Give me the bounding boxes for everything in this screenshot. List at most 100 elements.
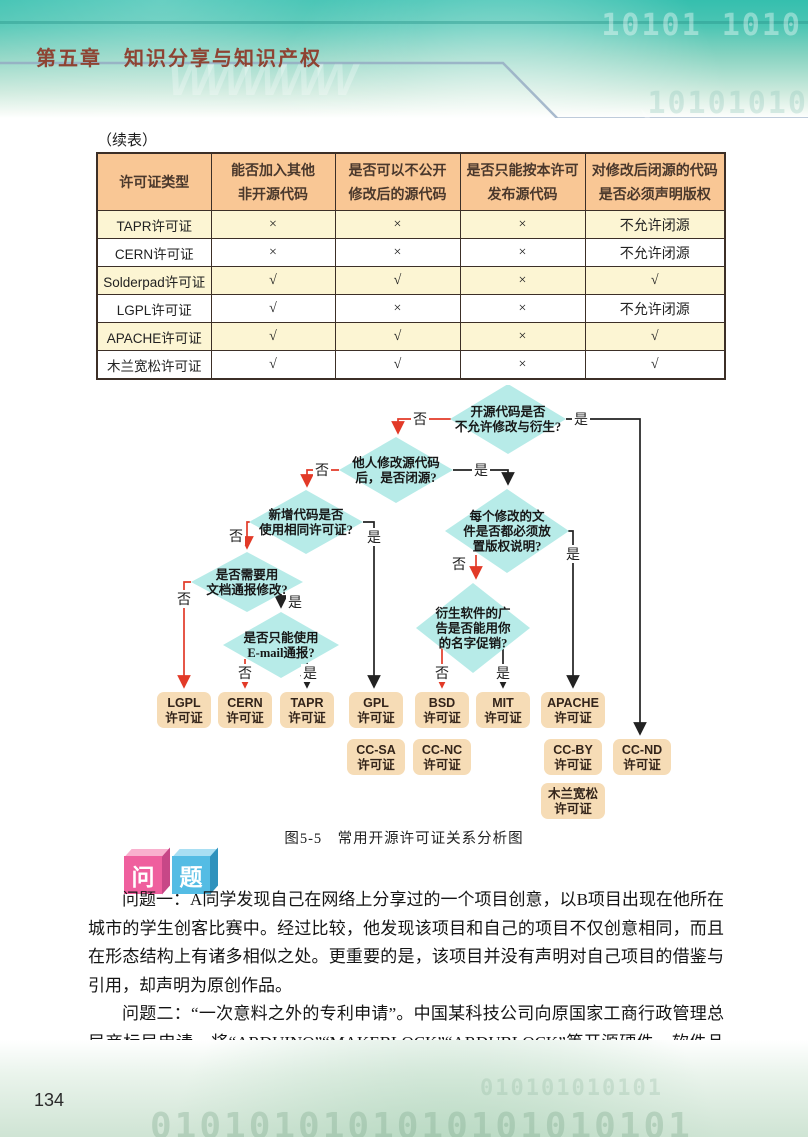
edge-label-bg	[572, 410, 590, 428]
decision-text-copyright-notice: 每个修改的文件是否都必须放置版权说明?	[463, 509, 551, 554]
value-cell: √	[584, 350, 726, 380]
edge-e-yes-4	[566, 530, 580, 689]
edge-label-bg	[564, 545, 582, 563]
value-cell: ×	[334, 238, 461, 267]
table-continued-label: （续表）	[97, 133, 158, 149]
value-cell: ×	[334, 210, 461, 239]
value-cell: ×	[459, 210, 586, 239]
column-header-2: 是否可以不公开 修改后的源代码	[334, 152, 461, 211]
edge-label-bg	[301, 664, 319, 682]
value-cell: ×	[459, 350, 586, 380]
value-cell: ×	[459, 238, 586, 267]
edge-label-e-no-3: 否	[229, 530, 243, 545]
license-box-cc-nc	[413, 739, 471, 775]
figure-caption: 图5-5 常用开源许可证关系分析图	[284, 831, 524, 847]
column-header-0: 许可证类型	[96, 152, 212, 211]
edge-label-bg	[411, 410, 429, 428]
decision-closed-after-modify	[339, 437, 453, 503]
edge-label-e-yes-5: 是	[288, 596, 302, 611]
value-cell: √	[210, 294, 336, 323]
edge-label-e-no-2: 否	[315, 464, 329, 479]
value-cell: √	[334, 266, 461, 295]
table-header: 许可证类型能否加入其他 非开源代码是否可以不公开 修改后的源代码是否只能按本许可…	[96, 152, 726, 211]
license-name-cell: CERN许可证	[96, 238, 212, 267]
edge-label-e-yes-1: 是	[574, 413, 588, 428]
edge-e-yes-3	[363, 521, 381, 689]
decision-ad-promote	[416, 583, 530, 673]
edge-label-e-no-4: 否	[452, 558, 466, 573]
edge-e-yes-2	[453, 469, 515, 486]
header-rule	[0, 21, 808, 24]
edge-label-bg	[175, 590, 193, 608]
decision-modify-forbidden	[450, 385, 566, 454]
footer-binary-watermark: 0101010101010101010101	[150, 1106, 693, 1137]
value-cell: √	[334, 322, 461, 351]
question-cube-1-char: 问	[124, 856, 162, 894]
value-cell: ×	[459, 322, 586, 351]
edge-label-e-yes-6: 是	[303, 667, 317, 682]
column-header-3: 是否只能按本许可 发布源代码	[459, 152, 586, 211]
decision-text-closed-after-modify: 他人修改源代码后，是否闭源?	[351, 455, 440, 485]
license-box-cc-sa	[347, 739, 405, 775]
edge-label-bg	[472, 461, 490, 479]
decision-text-same-license: 新增代码是否使用相同许可证?	[258, 507, 353, 537]
header-decor-lines	[0, 61, 808, 118]
license-box-mulan	[541, 783, 605, 819]
edge-label-e-yes-4: 是	[566, 548, 580, 563]
table-row: Solderpad许可证√√×√	[96, 266, 726, 295]
page-number: 134	[34, 1090, 65, 1110]
edge-label-e-yes-2: 是	[474, 464, 488, 479]
license-box-lgpl	[157, 692, 211, 728]
edge-label-e-no-5: 否	[177, 593, 191, 608]
decision-text-ad-promote: 衍生软件的广告是否能用你的名字促销?	[434, 606, 511, 651]
license-name-cell: Solderpad许可证	[96, 266, 212, 295]
edge-label-e-yes-3: 是	[367, 531, 381, 546]
value-cell: ×	[210, 238, 336, 267]
table-row: TAPR许可证×××不允许闭源	[96, 210, 726, 239]
decision-email-only	[223, 612, 339, 678]
value-cell: ×	[459, 294, 586, 323]
decision-text-modify-forbidden: 开源代码是否不允许修改与衍生?	[455, 404, 561, 434]
edge-label-e-no-6: 否	[238, 667, 252, 682]
footer-binary-watermark-2: 010101010101	[480, 1076, 663, 1101]
edge-label-e-no-1: 否	[413, 413, 427, 428]
value-cell: 不允许闭源	[584, 210, 726, 239]
value-cell: 不允许闭源	[584, 294, 726, 323]
table-row: APACHE许可证√√×√	[96, 322, 726, 351]
license-box-cern	[218, 692, 272, 728]
edge-label-bg	[236, 664, 254, 682]
value-cell: √	[334, 350, 461, 380]
page-footer-band: 0101010101010101010101 010101010101	[0, 1040, 808, 1137]
value-cell: 不允许闭源	[584, 238, 726, 267]
question-cube-2: 题	[172, 847, 218, 895]
chapter-title: 第五章 知识分享与知识产权	[36, 48, 322, 70]
edge-label-bg	[494, 664, 512, 682]
column-header-1: 能否加入其他 非开源代码	[210, 152, 336, 211]
binary-watermark: 10101 1010	[601, 8, 802, 43]
table-row: CERN许可证×××不允许闭源	[96, 238, 726, 267]
license-box-cc-nd	[613, 739, 671, 775]
license-box-gpl	[349, 692, 403, 728]
edge-label-bg	[365, 528, 383, 546]
license-box-mit	[476, 692, 530, 728]
edge-label-bg	[313, 461, 331, 479]
table-row: 木兰宽松许可证√√×√	[96, 350, 726, 380]
decision-same-license	[249, 490, 363, 554]
edge-label-bg	[227, 527, 245, 545]
value-cell: ×	[210, 210, 336, 239]
problem-1-paragraph: 问题一：A同学发现自己在网络上分享过的一个项目创意，以B项目出现在他所在城市的学…	[88, 890, 724, 995]
license-comparison-table: 许可证类型能否加入其他 非开源代码是否可以不公开 修改后的源代码是否只能按本许可…	[96, 152, 726, 380]
value-cell: √	[210, 322, 336, 351]
edge-label-e-no-7: 否	[435, 667, 449, 682]
